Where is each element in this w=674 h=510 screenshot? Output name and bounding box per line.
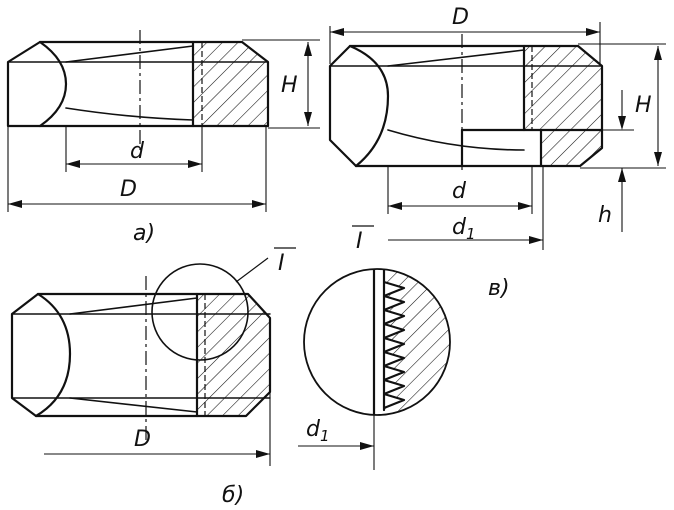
arrow [304,112,312,126]
figure-v-hex-face-left [348,44,390,168]
figure-a-label-d: d [130,139,145,164]
figure-b-detail-leader [235,257,269,283]
arrow [388,202,402,210]
arrow [330,28,344,36]
figure-v-label-d1: d1 [452,215,476,243]
arrow [529,236,543,244]
figure-b-label-D: D [134,427,151,452]
arrow [518,202,532,210]
figure-b-detail-ref: I [278,251,285,276]
figure-a-nut-section: H d D а) [6,30,320,246]
figure-b-hex-face-left [34,292,72,418]
figure-a-caption: а) [133,221,155,246]
arrow [618,168,626,182]
figure-b-face-top [69,297,198,315]
arrow [618,116,626,130]
detail-I-thread-profile [382,269,406,412]
figure-a-label-D: D [120,177,137,202]
figure-a-hatched-section [193,42,268,126]
arrow [256,450,270,458]
figure-b-detail-circle [151,263,249,361]
figure-a-hex-face-left [38,40,68,128]
arrow [304,42,312,56]
arrow [252,200,266,208]
figure-v-detail-ref: I [356,229,363,254]
arrow [8,200,22,208]
arrow [360,442,374,450]
figure-v-label-D: D [452,5,469,30]
arrow [654,46,662,60]
figure-a-face-top [65,45,194,63]
figure-a-label-H: H [281,73,298,98]
figure-v-label-d: d [452,179,467,204]
detail-I-circle [303,268,451,416]
figure-v-label-h: h [598,203,612,228]
figure-a-face-bottom [65,107,194,121]
figure-v-face-top [387,49,525,67]
arrow [586,28,600,36]
detail-I-label-d1: d1 [306,417,330,445]
detail-I-view: I d1 [298,268,451,470]
figure-b-hatched-section [197,294,270,416]
figure-v-hatched-collar [541,130,602,166]
arrow [188,160,202,168]
figure-v-hatched-section [524,46,602,130]
figure-b-nut-section: I D б) [10,247,296,508]
figure-b-face-bottom [69,397,198,413]
figure-v-label-H: H [635,93,652,118]
figure-v-nut-section: D H h d d1 I в) [328,5,666,301]
arrow [654,152,662,166]
figure-b-caption: б) [222,483,244,508]
figure-v-caption: в) [488,276,510,301]
arrow [66,160,80,168]
figure-v-face-bottom [387,129,525,151]
figure-v-outline [328,44,604,168]
